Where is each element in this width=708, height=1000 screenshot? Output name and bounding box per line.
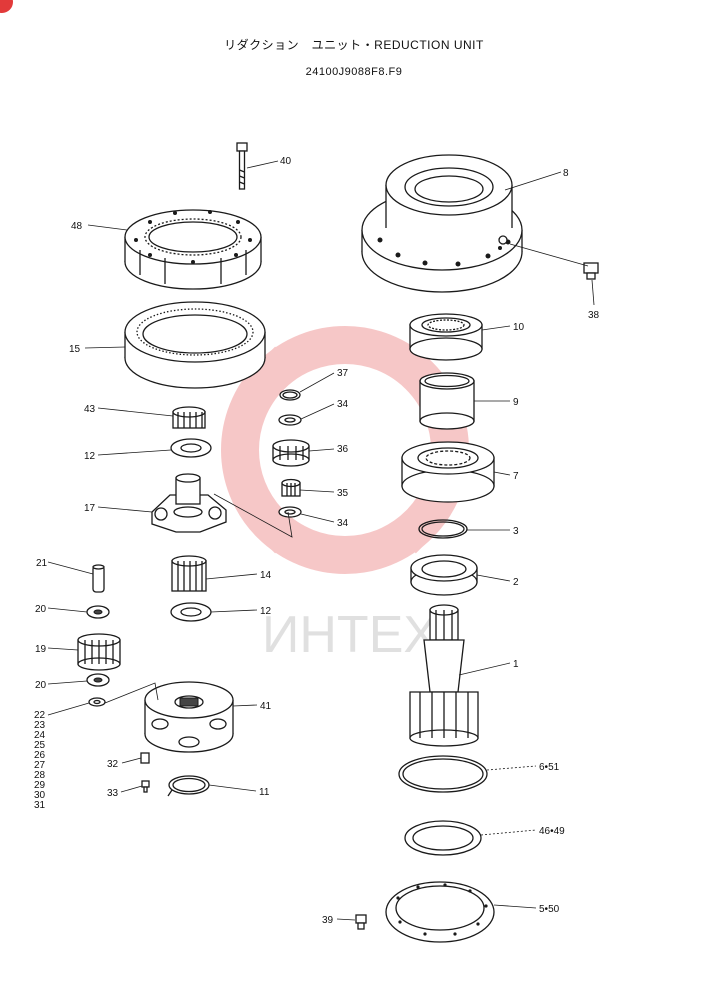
label-34-lower: 34 <box>337 518 349 529</box>
label-20-upper: 20 <box>35 604 47 615</box>
page-title: リダクション ユニット・REDUCTION UNIT <box>224 38 484 52</box>
part-labels: 40 48 8 38 15 10 37 34 43 9 12 36 7 17 3… <box>34 156 600 926</box>
part-15-internal-gear <box>124 301 266 389</box>
label-1: 1 <box>513 659 519 670</box>
label-6-51: 6•51 <box>539 762 560 773</box>
part-36-sun-gear <box>272 439 310 467</box>
part-12-thrust-washer-lower <box>170 602 212 622</box>
label-48: 48 <box>71 221 83 232</box>
part-33-screw <box>141 780 150 793</box>
part-34-thrust-washer-lower <box>278 506 302 518</box>
part-19-planet-gear <box>77 633 121 671</box>
part-11-retaining-ring <box>167 775 210 797</box>
label-7: 7 <box>513 471 519 482</box>
label-46-49: 46•49 <box>539 826 565 837</box>
part-20-needle-bearing-upper <box>86 605 110 619</box>
label-22: 22 <box>34 710 46 721</box>
part-38-plug <box>583 262 599 280</box>
label-5-50: 5•50 <box>539 904 560 915</box>
label-19: 19 <box>35 644 47 655</box>
part-7-roller-bearing <box>401 441 495 503</box>
part-17-carrier <box>151 473 227 533</box>
label-31: 31 <box>34 800 46 811</box>
part-32-spring-pin <box>140 752 150 764</box>
label-32: 32 <box>107 759 119 770</box>
part-3-snap-ring <box>418 519 468 539</box>
part-1-pinion-shaft <box>409 604 479 747</box>
part-number: 24100J9088F8.F9 <box>305 66 403 78</box>
label-11: 11 <box>259 787 270 798</box>
label-36: 36 <box>337 444 349 455</box>
label-28: 28 <box>34 770 46 781</box>
part-14-gear <box>171 555 207 592</box>
label-43: 43 <box>84 404 96 415</box>
part-34-thrust-washer-upper <box>278 414 302 426</box>
label-39: 39 <box>322 915 334 926</box>
part-41-planetary-carrier <box>144 681 234 753</box>
part-46-49-ring <box>404 820 482 856</box>
part-48-ring-gear <box>124 209 262 290</box>
part-6-51-ring <box>398 755 488 793</box>
label-17: 17 <box>84 503 96 514</box>
part-21-pin <box>92 564 105 593</box>
part-10-bearing <box>409 313 483 361</box>
label-37: 37 <box>337 368 349 379</box>
label-33: 33 <box>107 788 119 799</box>
watermark-text: ИНТЕХ <box>262 606 438 664</box>
label-29: 29 <box>34 780 46 791</box>
corner-badge <box>0 0 13 13</box>
label-24: 24 <box>34 730 46 741</box>
label-41: 41 <box>260 701 272 712</box>
part-37-snap-ring <box>279 389 301 401</box>
part-20-needle-bearing-lower <box>86 673 110 687</box>
label-12-lower: 12 <box>260 606 272 617</box>
part-35-needle-bearing <box>281 478 301 497</box>
part-22-washer <box>88 697 106 707</box>
label-3: 3 <box>513 526 519 537</box>
label-23: 23 <box>34 720 46 731</box>
leader-lines <box>47 160 595 921</box>
part-8-housing <box>361 154 523 293</box>
part-39-bolt <box>355 914 367 930</box>
part-5-50-cover <box>385 881 495 943</box>
label-15: 15 <box>69 344 81 355</box>
label-21: 21 <box>36 558 48 569</box>
label-35: 35 <box>337 488 349 499</box>
label-34-upper: 34 <box>337 399 349 410</box>
part-40-bolt <box>236 142 248 190</box>
label-20-lower: 20 <box>35 680 47 691</box>
label-2: 2 <box>513 577 519 588</box>
label-8: 8 <box>563 168 569 179</box>
label-38: 38 <box>588 310 600 321</box>
label-30: 30 <box>34 790 46 801</box>
part-12-thrust-washer-upper <box>170 438 212 458</box>
label-12-upper: 12 <box>84 451 96 462</box>
label-14: 14 <box>260 570 272 581</box>
part-9-sleeve <box>419 372 475 430</box>
part-2-oil-seal <box>410 554 478 596</box>
label-25: 25 <box>34 740 46 751</box>
label-26: 26 <box>34 750 46 761</box>
label-9: 9 <box>513 397 519 408</box>
part-43-gear <box>172 406 206 429</box>
label-10: 10 <box>513 322 525 333</box>
label-40: 40 <box>280 156 292 167</box>
label-27: 27 <box>34 760 46 771</box>
